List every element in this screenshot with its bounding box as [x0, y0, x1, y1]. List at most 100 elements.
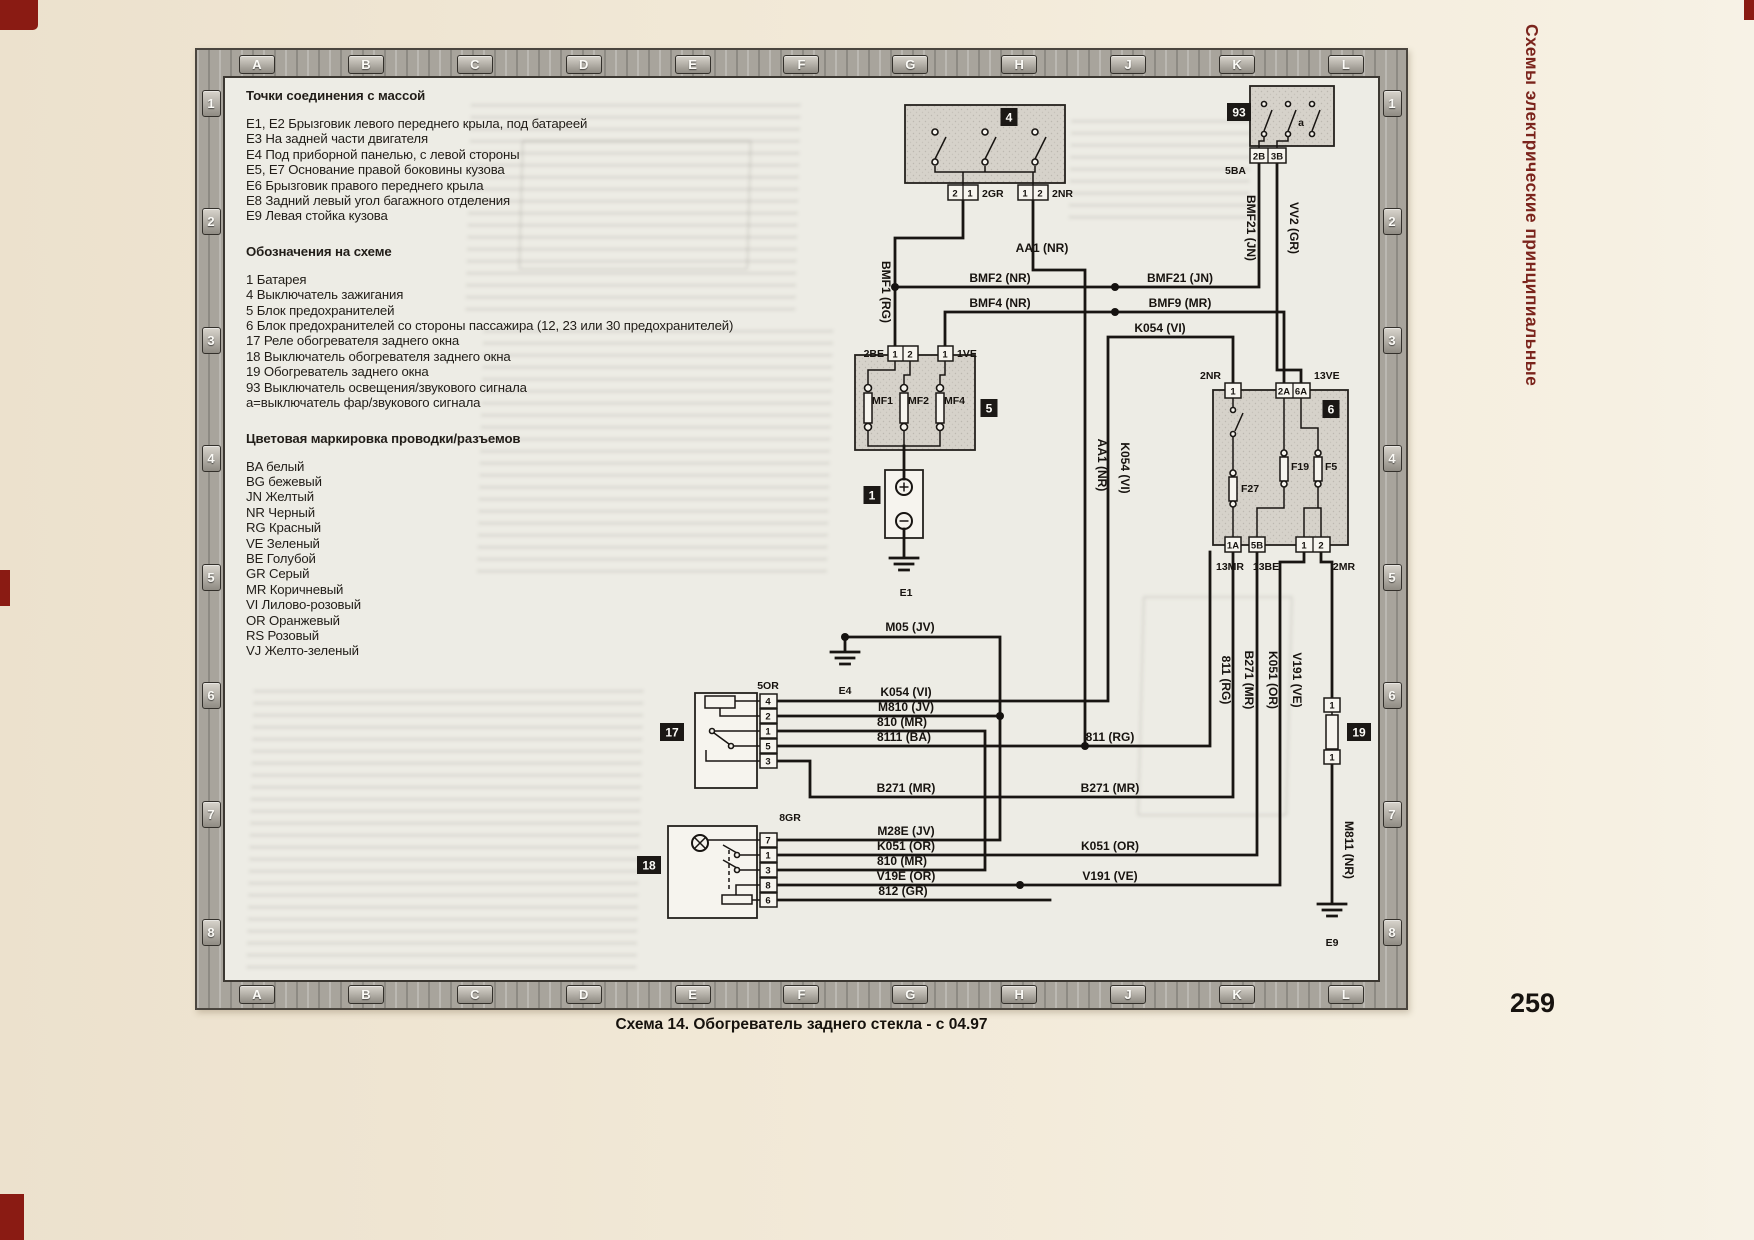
pin-label: 1A	[1227, 541, 1239, 552]
legend-item: 6 Блок предохранителей со стороны пассаж…	[246, 318, 734, 334]
pin-label: 1	[1022, 189, 1028, 200]
legend-item: 19 Обогреватель заднего окна	[246, 364, 429, 380]
grid-label-B: B	[347, 984, 384, 1004]
wire-label: V19E (OR)	[877, 869, 936, 883]
grid-label-C: C	[456, 984, 493, 1004]
wire-bmf1	[893, 198, 965, 348]
pin-label: 1	[967, 189, 973, 200]
grid-label-E: E	[674, 984, 711, 1004]
wire-label: 811 (RG)	[1219, 656, 1233, 705]
ground-e1	[888, 527, 920, 572]
legend-item: 1 Батарея	[246, 271, 307, 287]
legend-item: BE Голубой	[246, 550, 316, 566]
connector-label: 2NR	[1200, 370, 1221, 382]
svg-text:17: 17	[665, 726, 679, 740]
wire-label: 811 (RG)	[1086, 730, 1135, 744]
wire-label: B271 (MR)	[877, 781, 936, 795]
pin-label: 3	[765, 866, 770, 877]
legend-item: E6 Брызговик правого переднего крыла	[246, 177, 484, 193]
connector-label: MF1	[872, 395, 893, 407]
component-93-lighting-horn-switch	[1249, 85, 1335, 148]
legend-item: E1, Е2 Брызговик левого переднего крыла,…	[246, 116, 588, 131]
connector-label: 2MR	[1333, 561, 1356, 573]
wire-label: BMF21 (JN)	[1244, 195, 1258, 261]
pin-label: 2A	[1278, 387, 1290, 398]
connectors	[759, 147, 1341, 908]
ground-e4	[829, 635, 861, 666]
grid-label-G: G	[892, 54, 929, 74]
connector-label: 2NR	[1052, 188, 1073, 200]
wire-label: K051 (OR)	[1081, 839, 1139, 853]
scan-artifact	[0, 570, 10, 606]
grid-label-D: D	[565, 54, 602, 74]
page-number: 259	[1510, 988, 1556, 1018]
grid-label-L: L	[1327, 984, 1364, 1004]
pin-label: 2	[1318, 541, 1323, 552]
wire-label: M811 (NR)	[1342, 821, 1356, 879]
pin-label: 3B	[1271, 152, 1283, 163]
component-badge-17: 17	[660, 723, 684, 741]
component-badge-6: 6	[1322, 400, 1340, 418]
pin-label: 8	[765, 881, 770, 892]
svg-text:18: 18	[642, 859, 656, 873]
grid-label-G: G	[892, 984, 929, 1004]
grid-label-E: E	[674, 54, 711, 74]
pin-label: 1	[1329, 753, 1335, 764]
grid-label-8: 8	[1382, 918, 1402, 946]
grid-label-5: 5	[201, 563, 221, 591]
wire-label: K051 (OR)	[1266, 651, 1280, 709]
grid-label-7: 7	[201, 800, 221, 828]
legend-item: NR Черный	[246, 504, 315, 520]
wire-bmf2-bmf21	[893, 161, 1261, 289]
legend-item: BA белый	[246, 458, 305, 474]
diagram-area	[223, 76, 1380, 982]
wire-label: V191 (VE)	[1290, 652, 1304, 707]
legend-item: E8 Задний левый угол багажного отделения	[246, 193, 510, 209]
pin-label: 1	[765, 851, 771, 862]
legend-section-title: Цветовая маркировка проводки/разъемов	[246, 430, 521, 446]
wire-label: 812 (GR)	[878, 884, 927, 898]
legend-section-2: Цветовая маркировка проводки/разъемов BA …	[246, 431, 791, 659]
wire-label: 8111 (BA)	[877, 730, 931, 744]
legend-item: GR Серый	[246, 566, 310, 582]
connector-label: E1	[900, 587, 913, 599]
connector-label: 2GR	[982, 188, 1004, 200]
wire-v19e-v191	[775, 550, 1306, 887]
legend-item: 4 Выключатель зажигания	[246, 287, 404, 303]
wire-label: BMF9 (MR)	[1149, 296, 1212, 310]
grid-label-F: F	[783, 984, 820, 1004]
pin-label: 4	[765, 697, 771, 708]
grid-label-2: 2	[1382, 208, 1402, 236]
component-5-fuse-box	[854, 354, 976, 451]
connector-label: 13VE	[1314, 370, 1340, 382]
component-17-relay	[694, 692, 760, 789]
wire-b271	[775, 550, 1235, 799]
grid-label-J: J	[1110, 984, 1147, 1004]
ground-symbols	[829, 527, 1348, 918]
pin-label: 1	[765, 727, 771, 738]
scan-artifact	[1744, 0, 1754, 20]
pin-label: 2	[907, 350, 912, 361]
svg-text:6: 6	[1328, 403, 1335, 417]
grid-label-5: 5	[1382, 563, 1402, 591]
legend-item: OR Оранжевый	[246, 612, 340, 628]
sidebar-title: Схемы электрические принципиальные	[1522, 24, 1542, 387]
connector-label: F27	[1241, 483, 1259, 495]
pin-label: 7	[765, 836, 770, 847]
legend-item: E3 На задней части двигателя	[246, 131, 428, 147]
component-badge-19: 19	[1347, 723, 1371, 741]
wire-810	[775, 729, 987, 872]
connector-label: 2BE	[864, 348, 884, 360]
pin-label: 1	[1230, 387, 1236, 398]
connector-label: 13BE	[1253, 561, 1279, 573]
component-badge-1: 1	[863, 486, 881, 504]
grid-label-D: D	[565, 984, 602, 1004]
connector-label: F19	[1291, 461, 1309, 473]
grid-label-6: 6	[1382, 682, 1402, 710]
legend-item: а=выключатель фар/звукового сигнала	[246, 395, 481, 411]
